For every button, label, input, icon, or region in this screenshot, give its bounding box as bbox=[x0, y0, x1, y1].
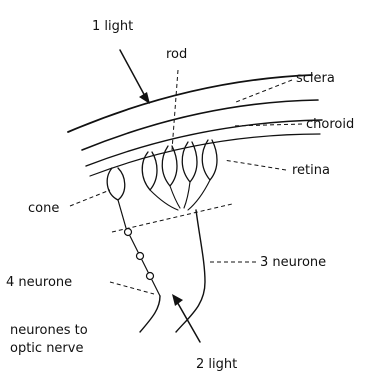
sclera-inner-curve bbox=[82, 100, 318, 150]
neurone-soma bbox=[137, 253, 144, 260]
leader-cone bbox=[70, 190, 110, 206]
leader-choroid bbox=[232, 124, 302, 126]
cone-cell bbox=[107, 168, 126, 228]
neurone-chain bbox=[125, 229, 161, 297]
label-choroid: choroid bbox=[306, 117, 354, 132]
optic-nerve-right-edge bbox=[176, 210, 205, 332]
label-retina: retina bbox=[292, 163, 330, 178]
leader-4-neurone bbox=[110, 282, 154, 294]
light-2-arrow-shaft bbox=[176, 300, 200, 342]
choroid-curve bbox=[86, 120, 322, 166]
light-1-arrowhead bbox=[139, 92, 150, 104]
neurone-soma bbox=[125, 229, 132, 236]
leader-sclera bbox=[236, 80, 292, 102]
label-1-light: 1 light bbox=[92, 19, 133, 34]
cone-axon bbox=[118, 200, 126, 228]
label-rod: rod bbox=[166, 47, 187, 62]
label-2-light: 2 light bbox=[196, 357, 237, 372]
label-neurones-to: neurones to bbox=[10, 323, 88, 338]
rod-cell bbox=[182, 142, 197, 182]
rod-cell bbox=[202, 140, 217, 180]
label-optic-nerve: optic nerve bbox=[10, 341, 83, 356]
label-sclera: sclera bbox=[296, 71, 335, 86]
cross-hatch-dash bbox=[112, 204, 232, 232]
sclera-outer-curve bbox=[68, 75, 312, 132]
neurone-axon bbox=[142, 260, 148, 272]
label-3-neurone: 3 neurone bbox=[260, 255, 326, 270]
optic-nerve-left-edge bbox=[140, 296, 160, 332]
light-2-arrowhead bbox=[172, 294, 183, 306]
neurone-soma bbox=[147, 273, 154, 280]
rod-cells bbox=[142, 140, 217, 190]
leader-retina bbox=[224, 160, 286, 170]
light-1-arrow-shaft bbox=[120, 50, 146, 98]
rod-cell bbox=[142, 152, 157, 190]
label-cone: cone bbox=[28, 201, 59, 216]
rod-synapse-lines bbox=[150, 180, 210, 210]
cone-cell-body bbox=[107, 168, 125, 200]
neurone-axon bbox=[130, 236, 138, 252]
label-4-neurone: 4 neurone bbox=[6, 275, 72, 290]
